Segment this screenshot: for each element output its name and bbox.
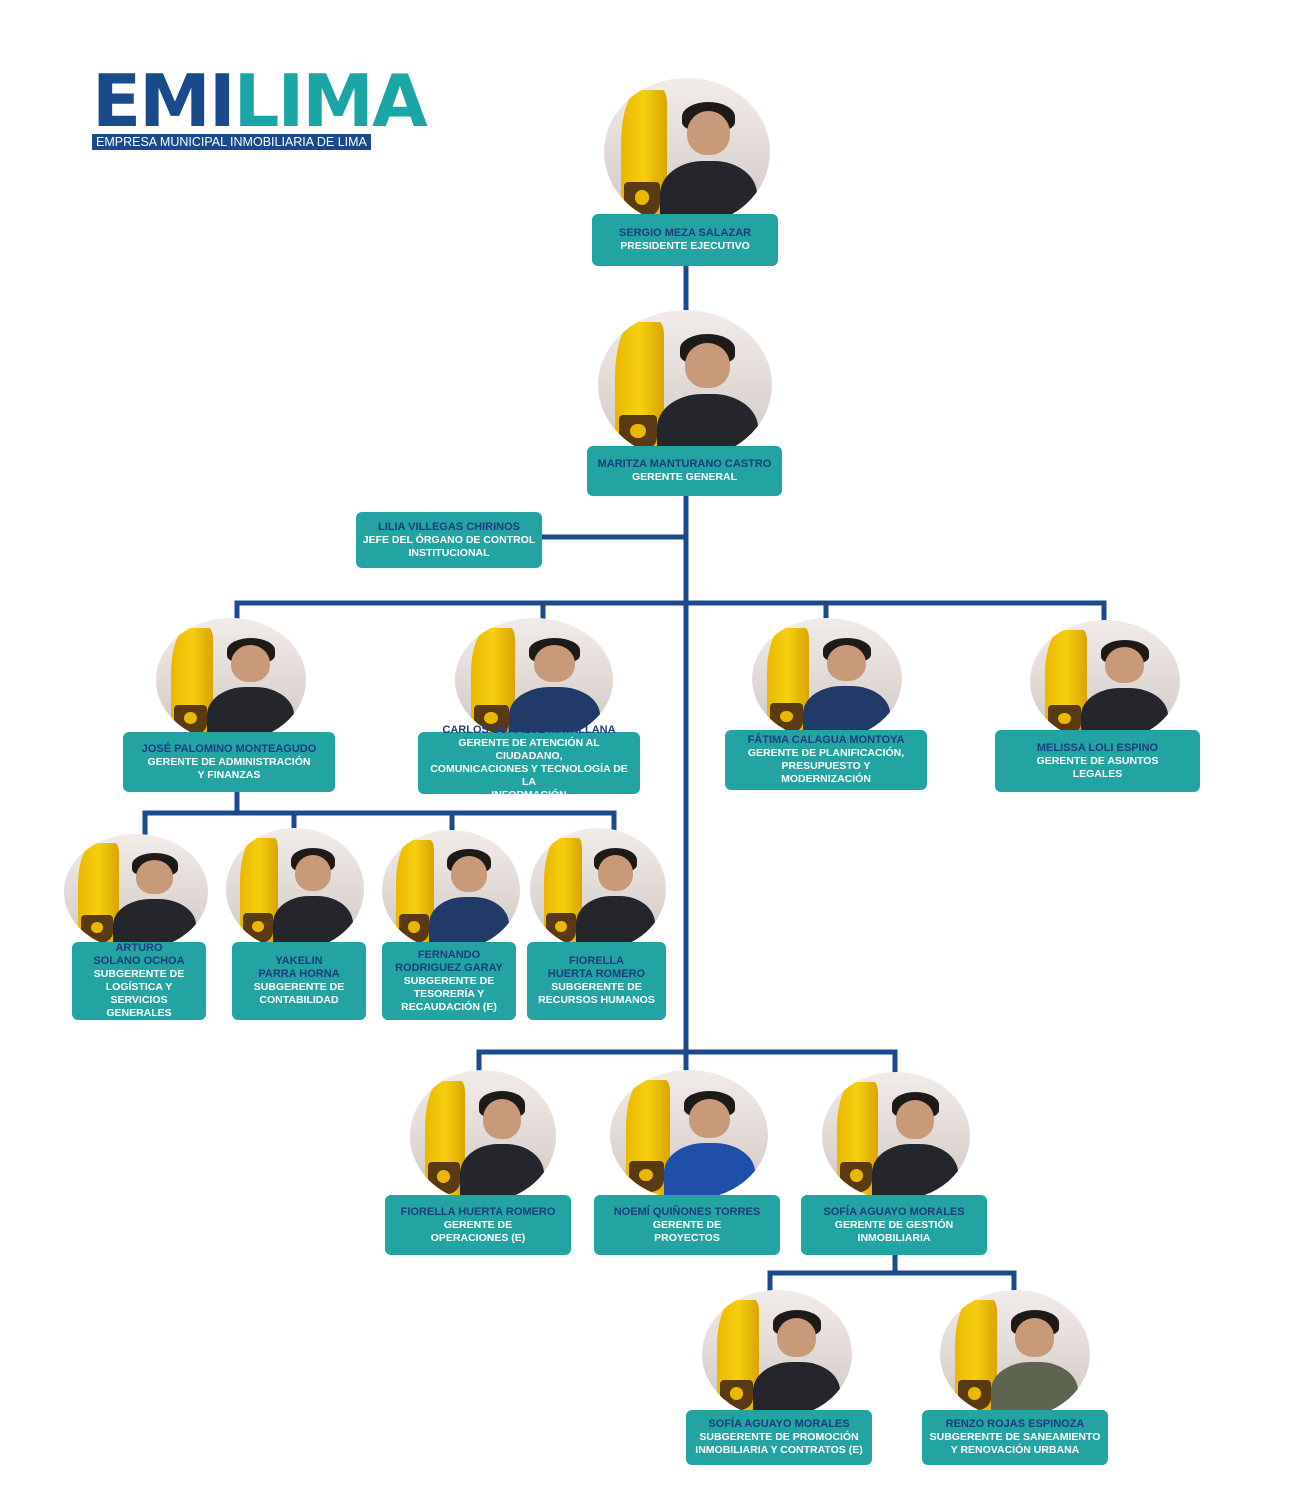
promocion-role: SUBGERENTE DE PROMOCIÓN INMOBILIARIA Y C… [695,1431,863,1456]
gestion-name: SOFÍA AGUAYO MORALES [823,1205,965,1218]
administracion-name: JOSÉ PALOMINO MONTEAGUDO [141,742,317,755]
contabilidad-role: SUBGERENTE DE CONTABILIDAD [253,981,345,1006]
saneamiento-name: RENZO ROJAS ESPINOZA [945,1418,1085,1430]
legales-card: MELISSA LOLI ESPINO GERENTE DE ASUNTOS L… [995,730,1200,792]
planificacion-card: FÁTIMA CALAGUA MONTOYA GERENTE DE PLANIF… [725,730,927,790]
administracion-photo [156,618,306,742]
contabilidad-photo [226,828,364,950]
legales-name: MELISSA LOLI ESPINO [1036,741,1159,754]
administracion-card: JOSÉ PALOMINO MONTEAGUDO GERENTE DE ADMI… [123,732,335,792]
logistica-role: SUBGERENTE DE LOGÍSTICA Y SERVICIOS GENE… [93,968,185,1019]
control-name: LILIA VILLEGAS CHIRINOS [378,520,520,533]
operaciones-photo [410,1070,556,1202]
promocion-photo [702,1290,852,1418]
saneamiento-card: RENZO ROJAS ESPINOZA SUBGERENTE DE SANEA… [922,1410,1108,1465]
tesoreria-name: FERNANDO RODRIGUEZ GARAY [395,948,503,974]
atencion-role: GERENTE DE ATENCIÓN AL CIUDADANO, COMUNI… [430,737,628,801]
contabilidad-card: YAKELIN PARRA HORNA SUBGERENTE DE CONTAB… [232,942,366,1020]
gestion-role: GERENTE DE GESTIÓN INMOBILIARIA [834,1218,954,1244]
planificacion-role: GERENTE DE PLANIFICACIÓN, PRESUPUESTO Y … [747,747,905,785]
presidente-role: PRESIDENTE EJECUTIVO [620,240,750,252]
gerente-general-photo [598,310,772,460]
contabilidad-name: YAKELIN PARRA HORNA [258,955,340,980]
legales-photo [1030,620,1180,742]
logistica-photo [64,834,208,950]
planificacion-photo [752,618,902,740]
operaciones-name: FIORELLA HUERTA ROMERO [400,1205,556,1218]
administracion-role: GERENTE DE ADMINISTRACIÓN Y FINANZAS [147,755,311,781]
proyectos-name: NOEMÍ QUIÑONES TORRES [613,1205,761,1218]
legales-role: GERENTE DE ASUNTOS LEGALES [1036,754,1159,780]
logistica-name: ARTURO SOLANO OCHOA [93,942,185,967]
gerente-general-name: MARITZA MANTURANO CASTRO [597,458,772,470]
promocion-name: SOFÍA AGUAYO MORALES [708,1418,850,1430]
saneamiento-photo [940,1290,1090,1418]
operaciones-role: GERENTE DE OPERACIONES (E) [430,1218,526,1244]
presidente-name: SERGIO MEZA SALAZAR [618,227,752,239]
control-card: LILIA VILLEGAS CHIRINOS JEFE DEL ÓRGANO … [356,512,542,568]
emilima-logo: EMILIMA EMPRESA MUNICIPAL INMOBILIARIA D… [92,59,428,151]
proyectos-role: GERENTE DE PROYECTOS [652,1218,722,1244]
logo-subtitle: EMPRESA MUNICIPAL INMOBILIARIA DE LIMA [92,134,371,150]
logistica-card: ARTURO SOLANO OCHOA SUBGERENTE DE LOGÍST… [72,942,206,1020]
promocion-card: SOFÍA AGUAYO MORALES SUBGERENTE DE PROMO… [686,1410,872,1465]
tesoreria-photo [382,830,520,950]
presidente-photo [604,78,770,226]
saneamiento-role: SUBGERENTE DE SANEAMIENTO Y RENOVACIÓN U… [929,1431,1101,1456]
presidente-card: SERGIO MEZA SALAZAR PRESIDENTE EJECUTIVO [592,214,778,266]
atencion-name: CARLOS SORALUZ MATALLANA [442,724,616,736]
proyectos-card: NOEMÍ QUIÑONES TORRES GERENTE DE PROYECT… [594,1195,780,1255]
proyectos-photo [610,1070,768,1200]
rrhh-photo [530,828,666,950]
rrhh-name: FIORELLA HUERTA ROMERO [547,955,646,980]
logo-wordmark: EMILIMA [92,59,428,143]
gestion-card: SOFÍA AGUAYO MORALES GERENTE DE GESTIÓN … [801,1195,987,1255]
control-role: JEFE DEL ÓRGANO DE CONTROL INSTITUCIONAL [362,533,536,559]
gestion-photo [822,1072,970,1200]
gerente-general-role: GERENTE GENERAL [631,471,737,483]
atencion-card: CARLOS SORALUZ MATALLANA GERENTE DE ATEN… [418,724,640,801]
rrhh-card: FIORELLA HUERTA ROMERO SUBGERENTE DE REC… [527,942,666,1020]
tesoreria-role: SUBGERENTE DE TESORERÍA Y RECAUDACIÓN (E… [401,974,497,1013]
rrhh-role: SUBGERENTE DE RECURSOS HUMANOS [538,981,655,1006]
gerente-general-card: MARITZA MANTURANO CASTRO GERENTE GENERAL [587,446,782,496]
operaciones-card: FIORELLA HUERTA ROMERO GERENTE DE OPERAC… [385,1195,571,1255]
tesoreria-card: FERNANDO RODRIGUEZ GARAY SUBGERENTE DE T… [382,942,516,1020]
planificacion-name: FÁTIMA CALAGUA MONTOYA [747,734,905,746]
